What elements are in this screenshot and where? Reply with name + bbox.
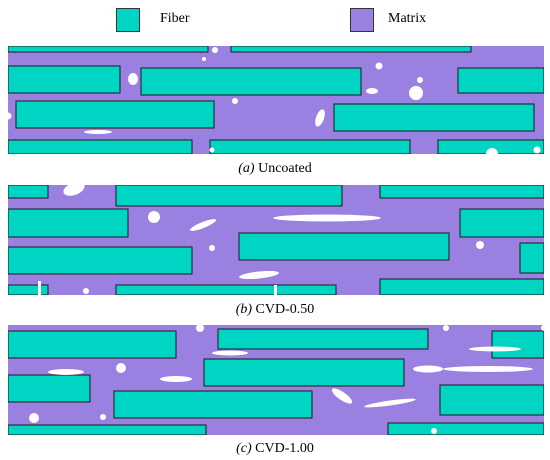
microstructure-cvd-100 xyxy=(8,325,544,435)
fiber xyxy=(8,330,177,359)
fiber xyxy=(15,100,215,129)
void xyxy=(48,369,84,375)
void xyxy=(209,147,215,153)
microstructure-cvd-050 xyxy=(8,185,544,295)
caption-letter: (c) xyxy=(236,441,252,456)
void xyxy=(212,47,218,53)
fiber xyxy=(8,284,49,295)
fiber xyxy=(457,67,544,94)
void xyxy=(417,77,423,83)
void xyxy=(239,270,279,280)
void xyxy=(533,146,541,154)
void xyxy=(189,219,217,231)
void xyxy=(315,109,325,127)
microstructure-uncoated xyxy=(8,46,544,154)
void xyxy=(486,148,498,154)
fiber xyxy=(8,46,209,53)
fiber xyxy=(333,103,535,132)
fiber xyxy=(209,139,411,154)
caption-cvd-050: (b) CVD-0.50 xyxy=(0,302,550,318)
fiber xyxy=(8,208,129,238)
fiber-legend-label: Fiber xyxy=(160,11,190,26)
fiber xyxy=(230,46,472,53)
fiber xyxy=(459,208,544,238)
fiber xyxy=(8,246,193,275)
void xyxy=(116,363,126,373)
matrix-region xyxy=(8,46,544,154)
void xyxy=(443,366,533,372)
fiber xyxy=(491,330,544,359)
fiber xyxy=(387,422,544,435)
caption-uncoated: (a) Uncoated xyxy=(0,161,550,177)
void xyxy=(128,73,138,85)
fiber xyxy=(519,242,544,274)
void xyxy=(476,241,484,249)
fiber xyxy=(8,65,121,94)
void xyxy=(148,211,160,223)
fiber xyxy=(379,278,544,295)
void xyxy=(63,185,85,196)
fiber xyxy=(437,139,544,154)
void xyxy=(29,413,39,423)
void xyxy=(413,365,443,373)
fiber xyxy=(238,232,450,261)
void xyxy=(364,398,416,408)
fiber xyxy=(379,185,544,199)
caption-letter: (a) xyxy=(238,161,255,176)
panel-uncoated xyxy=(8,46,544,154)
void xyxy=(83,288,89,294)
void xyxy=(273,214,381,222)
void xyxy=(541,325,544,331)
legend: Fiber Matrix xyxy=(0,0,550,40)
fiber xyxy=(439,384,544,416)
void xyxy=(366,88,378,94)
void xyxy=(160,376,192,382)
void xyxy=(375,62,383,70)
caption-title: CVD-0.50 xyxy=(255,302,315,317)
void xyxy=(38,281,41,295)
void xyxy=(8,112,12,120)
fiber xyxy=(203,358,405,387)
fiber xyxy=(217,328,429,350)
matrix-legend-label: Matrix xyxy=(388,11,427,26)
void xyxy=(232,98,238,104)
panel-cvd-100 xyxy=(8,325,544,435)
fiber xyxy=(8,139,193,154)
caption-cvd-100: (c) CVD-1.00 xyxy=(0,441,550,457)
void xyxy=(202,57,206,61)
caption-letter: (b) xyxy=(235,302,253,317)
void xyxy=(100,414,106,420)
void xyxy=(331,388,353,404)
caption-title: CVD-1.00 xyxy=(255,441,314,456)
void xyxy=(209,245,215,251)
void xyxy=(84,130,112,134)
void xyxy=(431,428,437,434)
caption-title: Uncoated xyxy=(258,161,312,176)
fiber xyxy=(140,67,362,96)
void xyxy=(212,350,248,356)
fiber xyxy=(115,185,343,207)
void xyxy=(443,325,449,331)
fiber xyxy=(8,374,91,403)
panel-cvd-050 xyxy=(8,185,544,295)
void xyxy=(409,86,423,100)
void xyxy=(196,325,204,332)
fiber xyxy=(8,424,207,435)
fiber-swatch xyxy=(116,8,140,32)
fiber xyxy=(8,185,49,199)
fiber xyxy=(113,390,313,419)
void xyxy=(274,285,277,295)
fiber xyxy=(115,284,337,295)
void xyxy=(469,346,521,352)
matrix-swatch xyxy=(350,8,374,32)
